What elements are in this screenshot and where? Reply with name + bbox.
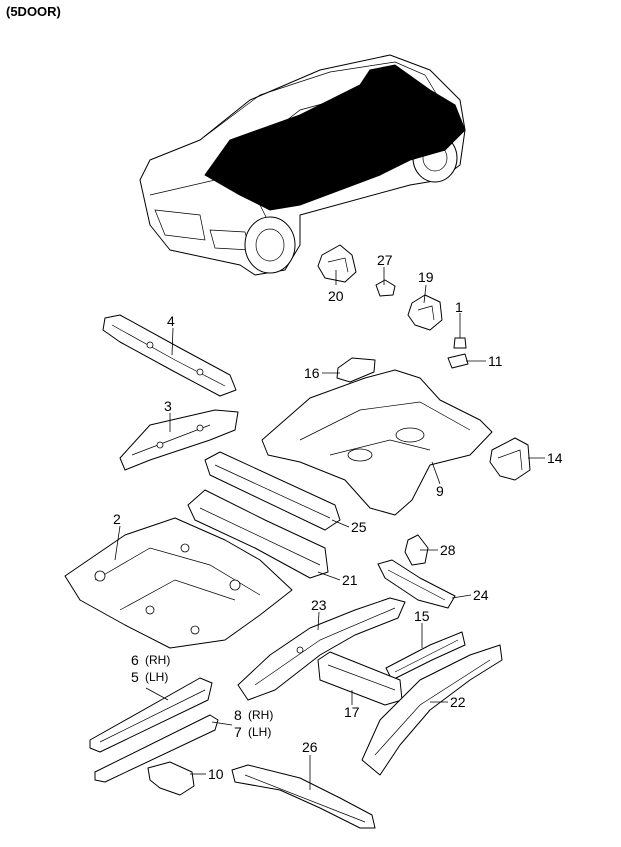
part-6-5-side-member bbox=[89, 677, 213, 753]
leader-lines bbox=[114, 267, 545, 790]
part-19-bracket bbox=[407, 294, 443, 331]
callout-7: 7 bbox=[234, 724, 242, 740]
part-9-rear-floor bbox=[261, 369, 493, 516]
callout-21: 21 bbox=[342, 572, 358, 588]
part-8-7-side-member bbox=[94, 714, 219, 783]
callout-22: 22 bbox=[450, 694, 466, 710]
callout-27: 27 bbox=[377, 252, 393, 268]
callout-1: 1 bbox=[455, 299, 463, 315]
callout-15: 15 bbox=[414, 608, 430, 624]
part-28-bracket bbox=[404, 534, 429, 566]
floor-highlight bbox=[204, 64, 466, 211]
part-22-member bbox=[361, 644, 503, 776]
part-14-bracket bbox=[489, 437, 531, 481]
part-3-member bbox=[119, 409, 239, 471]
part-16-bracket bbox=[336, 357, 376, 383]
part-10-bracket bbox=[147, 761, 195, 796]
callout-20: 20 bbox=[328, 288, 344, 304]
callout-10: 10 bbox=[208, 766, 224, 782]
callout-2: 2 bbox=[113, 511, 121, 527]
callout-9: 9 bbox=[436, 483, 444, 499]
part-26-crossmember bbox=[231, 764, 376, 829]
part-24-member bbox=[377, 559, 456, 609]
callout-23: 23 bbox=[311, 597, 327, 613]
callout-5: 5 bbox=[131, 669, 139, 685]
callout-8-side: (RH) bbox=[248, 708, 273, 722]
callout-8: 8 bbox=[234, 707, 242, 723]
callout-3: 3 bbox=[164, 398, 172, 414]
callout-7-side: (LH) bbox=[248, 725, 271, 739]
callout-24: 24 bbox=[473, 587, 489, 603]
part-2-front-floor bbox=[64, 517, 293, 649]
callout-19: 19 bbox=[418, 269, 434, 285]
part-1-bolt bbox=[453, 337, 467, 349]
callout-11: 11 bbox=[488, 353, 503, 369]
callout-17: 17 bbox=[344, 704, 360, 720]
callout-14: 14 bbox=[547, 450, 563, 466]
part-25-crossmember bbox=[204, 451, 341, 531]
callout-6: 6 bbox=[131, 652, 139, 668]
callout-5-side: (LH) bbox=[145, 670, 168, 684]
part-27-bracket bbox=[375, 279, 396, 297]
car-illustration bbox=[139, 54, 466, 276]
part-23-member bbox=[237, 597, 406, 701]
callout-labels: 1 2 3 4 5 (LH) 6 (RH) 7 (LH) 8 (RH) 9 10… bbox=[113, 252, 563, 782]
callout-4: 4 bbox=[167, 313, 175, 329]
part-21-crossmember bbox=[187, 489, 329, 579]
callout-28: 28 bbox=[440, 542, 456, 558]
part-11-clip bbox=[447, 353, 469, 369]
callout-26: 26 bbox=[302, 739, 318, 755]
part-17-member bbox=[317, 651, 403, 706]
callout-25: 25 bbox=[351, 519, 367, 535]
callout-16: 16 bbox=[304, 365, 320, 381]
part-20-bracket bbox=[317, 244, 357, 283]
diagram-title: (5DOOR) bbox=[6, 4, 61, 19]
callout-6-side: (RH) bbox=[145, 653, 170, 667]
part-4-crossmember bbox=[102, 314, 237, 397]
